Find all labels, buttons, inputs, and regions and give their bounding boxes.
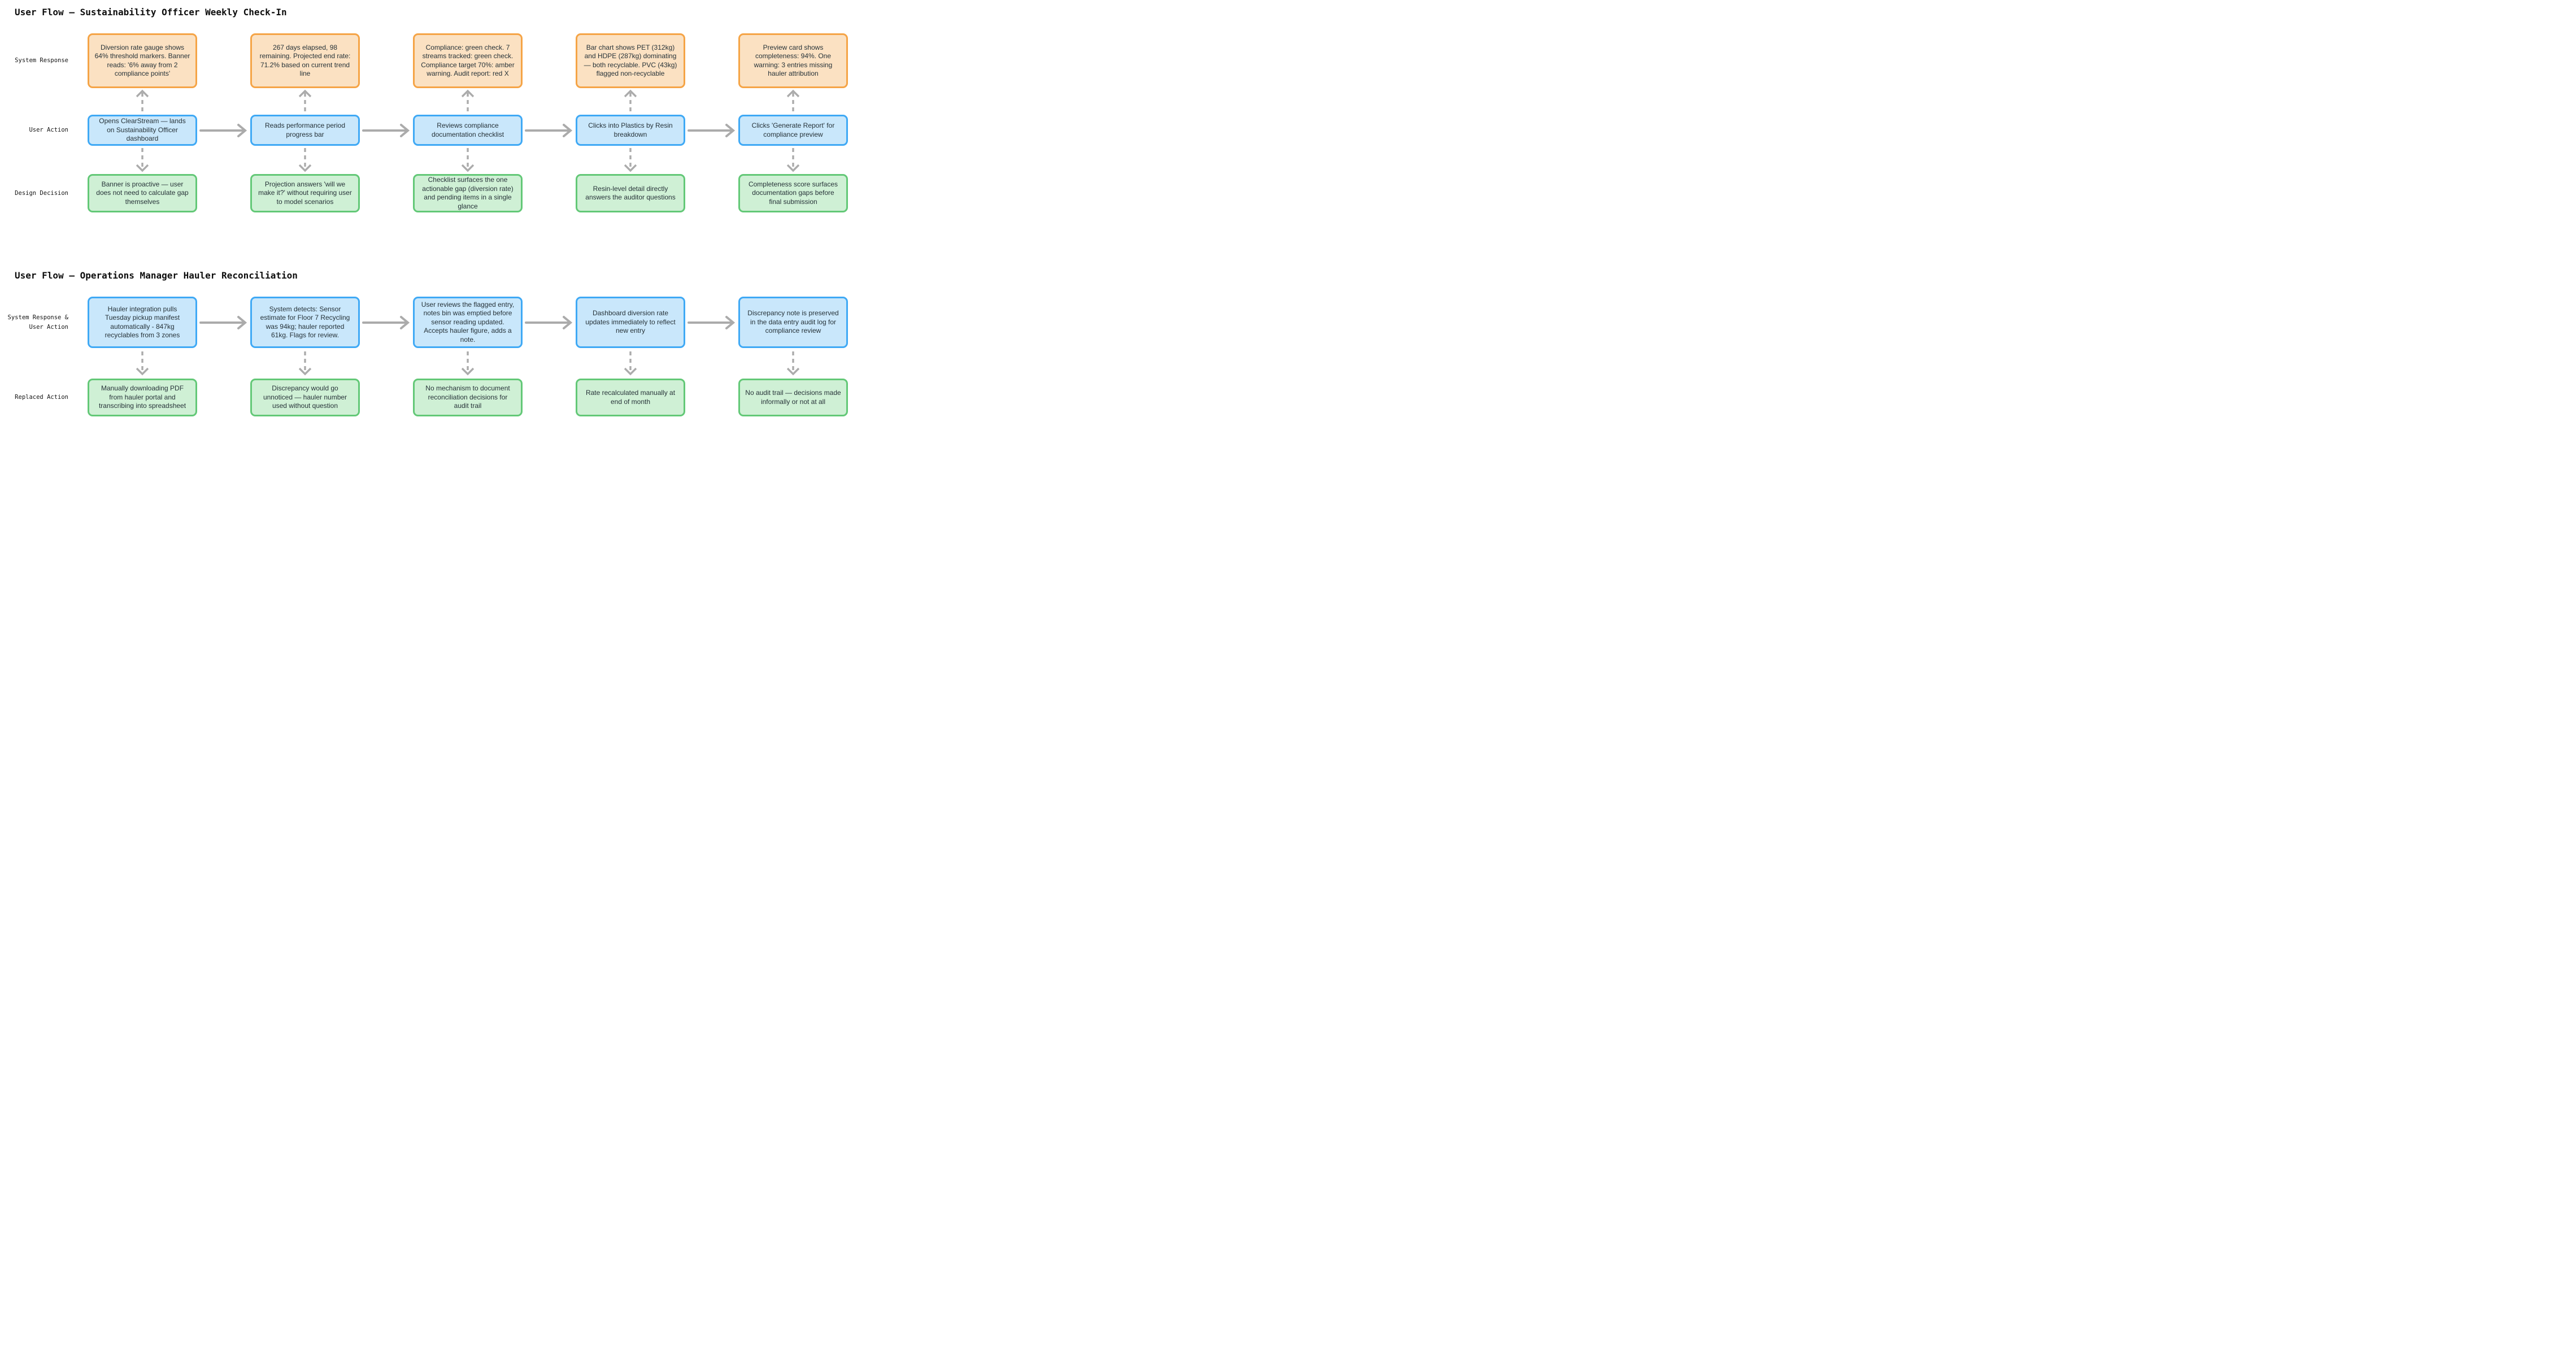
system-response-node: Preview card shows completeness: 94%. On… <box>738 33 848 88</box>
arrow-right-icon <box>525 315 573 329</box>
arrow-down-icon <box>624 351 637 376</box>
design-decision-node: Completeness score surfaces documentatio… <box>738 174 848 212</box>
replaced-action-node: Discrepancy would go unnoticed — hauler … <box>250 379 360 416</box>
flow1-diagram: System Response Diversion rate gauge sho… <box>0 33 859 212</box>
system-response-node: Diversion rate gauge shows 64% threshold… <box>88 33 197 88</box>
arrow-down-icon <box>624 148 637 172</box>
design-decision-node: Banner is proactive — user does not need… <box>88 174 197 212</box>
arrow-down-icon <box>786 148 800 172</box>
system-response-node: Compliance: green check. 7 streams track… <box>413 33 523 88</box>
system-response-node: 267 days elapsed, 98 remaining. Projecte… <box>250 33 360 88</box>
arrow-down-icon <box>461 148 475 172</box>
arrow-down-icon <box>786 351 800 376</box>
system-user-node: Hauler integration pulls Tuesday pickup … <box>88 297 197 348</box>
arrow-right-icon <box>199 315 247 329</box>
arrow-down-icon <box>298 351 312 376</box>
arrow-right-icon <box>687 123 736 137</box>
design-decision-node: Checklist surfaces the one actionable ga… <box>413 174 523 212</box>
arrow-up-icon <box>786 89 800 114</box>
arrow-up-icon <box>461 89 475 114</box>
arrow-right-icon <box>687 315 736 329</box>
arrow-down-icon <box>136 148 149 172</box>
replaced-action-node: Rate recalculated manually at end of mon… <box>576 379 685 416</box>
system-user-node: Dashboard diversion rate updates immedia… <box>576 297 685 348</box>
replaced-action-node: Manually downloading PDF from hauler por… <box>88 379 197 416</box>
system-user-node: Discrepancy note is preserved in the dat… <box>738 297 848 348</box>
flow2-diagram: System Response &User Action Hauler inte… <box>0 297 859 416</box>
user-action-node: Clicks into Plastics by Resin breakdown <box>576 115 685 146</box>
arrow-right-icon <box>362 315 410 329</box>
arrow-down-icon <box>136 351 149 376</box>
row-label-user-action: User Action <box>29 127 68 134</box>
design-decision-node: Projection answers 'will we make it?' wi… <box>250 174 360 212</box>
arrow-down-icon <box>461 351 475 376</box>
system-user-node: User reviews the flagged entry, notes bi… <box>413 297 523 348</box>
row-label-design-decision: Design Decision <box>15 189 68 197</box>
flow2-title: User Flow — Operations Manager Hauler Re… <box>15 270 298 281</box>
design-decision-node: Resin-level detail directly answers the … <box>576 174 685 212</box>
replaced-action-node: No audit trail — decisions made informal… <box>738 379 848 416</box>
arrow-right-icon <box>199 123 247 137</box>
arrow-up-icon <box>136 89 149 114</box>
replaced-action-node: No mechanism to document reconciliation … <box>413 379 523 416</box>
user-action-node: Reads performance period progress bar <box>250 115 360 146</box>
flow1-title: User Flow — Sustainability Officer Weekl… <box>15 7 287 18</box>
system-response-node: Bar chart shows PET (312kg) and HDPE (28… <box>576 33 685 88</box>
arrow-right-icon <box>525 123 573 137</box>
arrow-down-icon <box>298 148 312 172</box>
arrow-up-icon <box>298 89 312 114</box>
arrow-right-icon <box>362 123 410 137</box>
system-user-node: System detects: Sensor estimate for Floo… <box>250 297 360 348</box>
arrow-up-icon <box>624 89 637 114</box>
user-action-node: Reviews compliance documentation checkli… <box>413 115 523 146</box>
row-label-system-response-user-action: System Response &User Action <box>7 314 68 331</box>
row-label-system-response: System Response <box>15 57 68 64</box>
user-action-node: Clicks 'Generate Report' for compliance … <box>738 115 848 146</box>
user-action-node: Opens ClearStream — lands on Sustainabil… <box>88 115 197 146</box>
row-label-replaced-action: Replaced Action <box>15 394 68 401</box>
